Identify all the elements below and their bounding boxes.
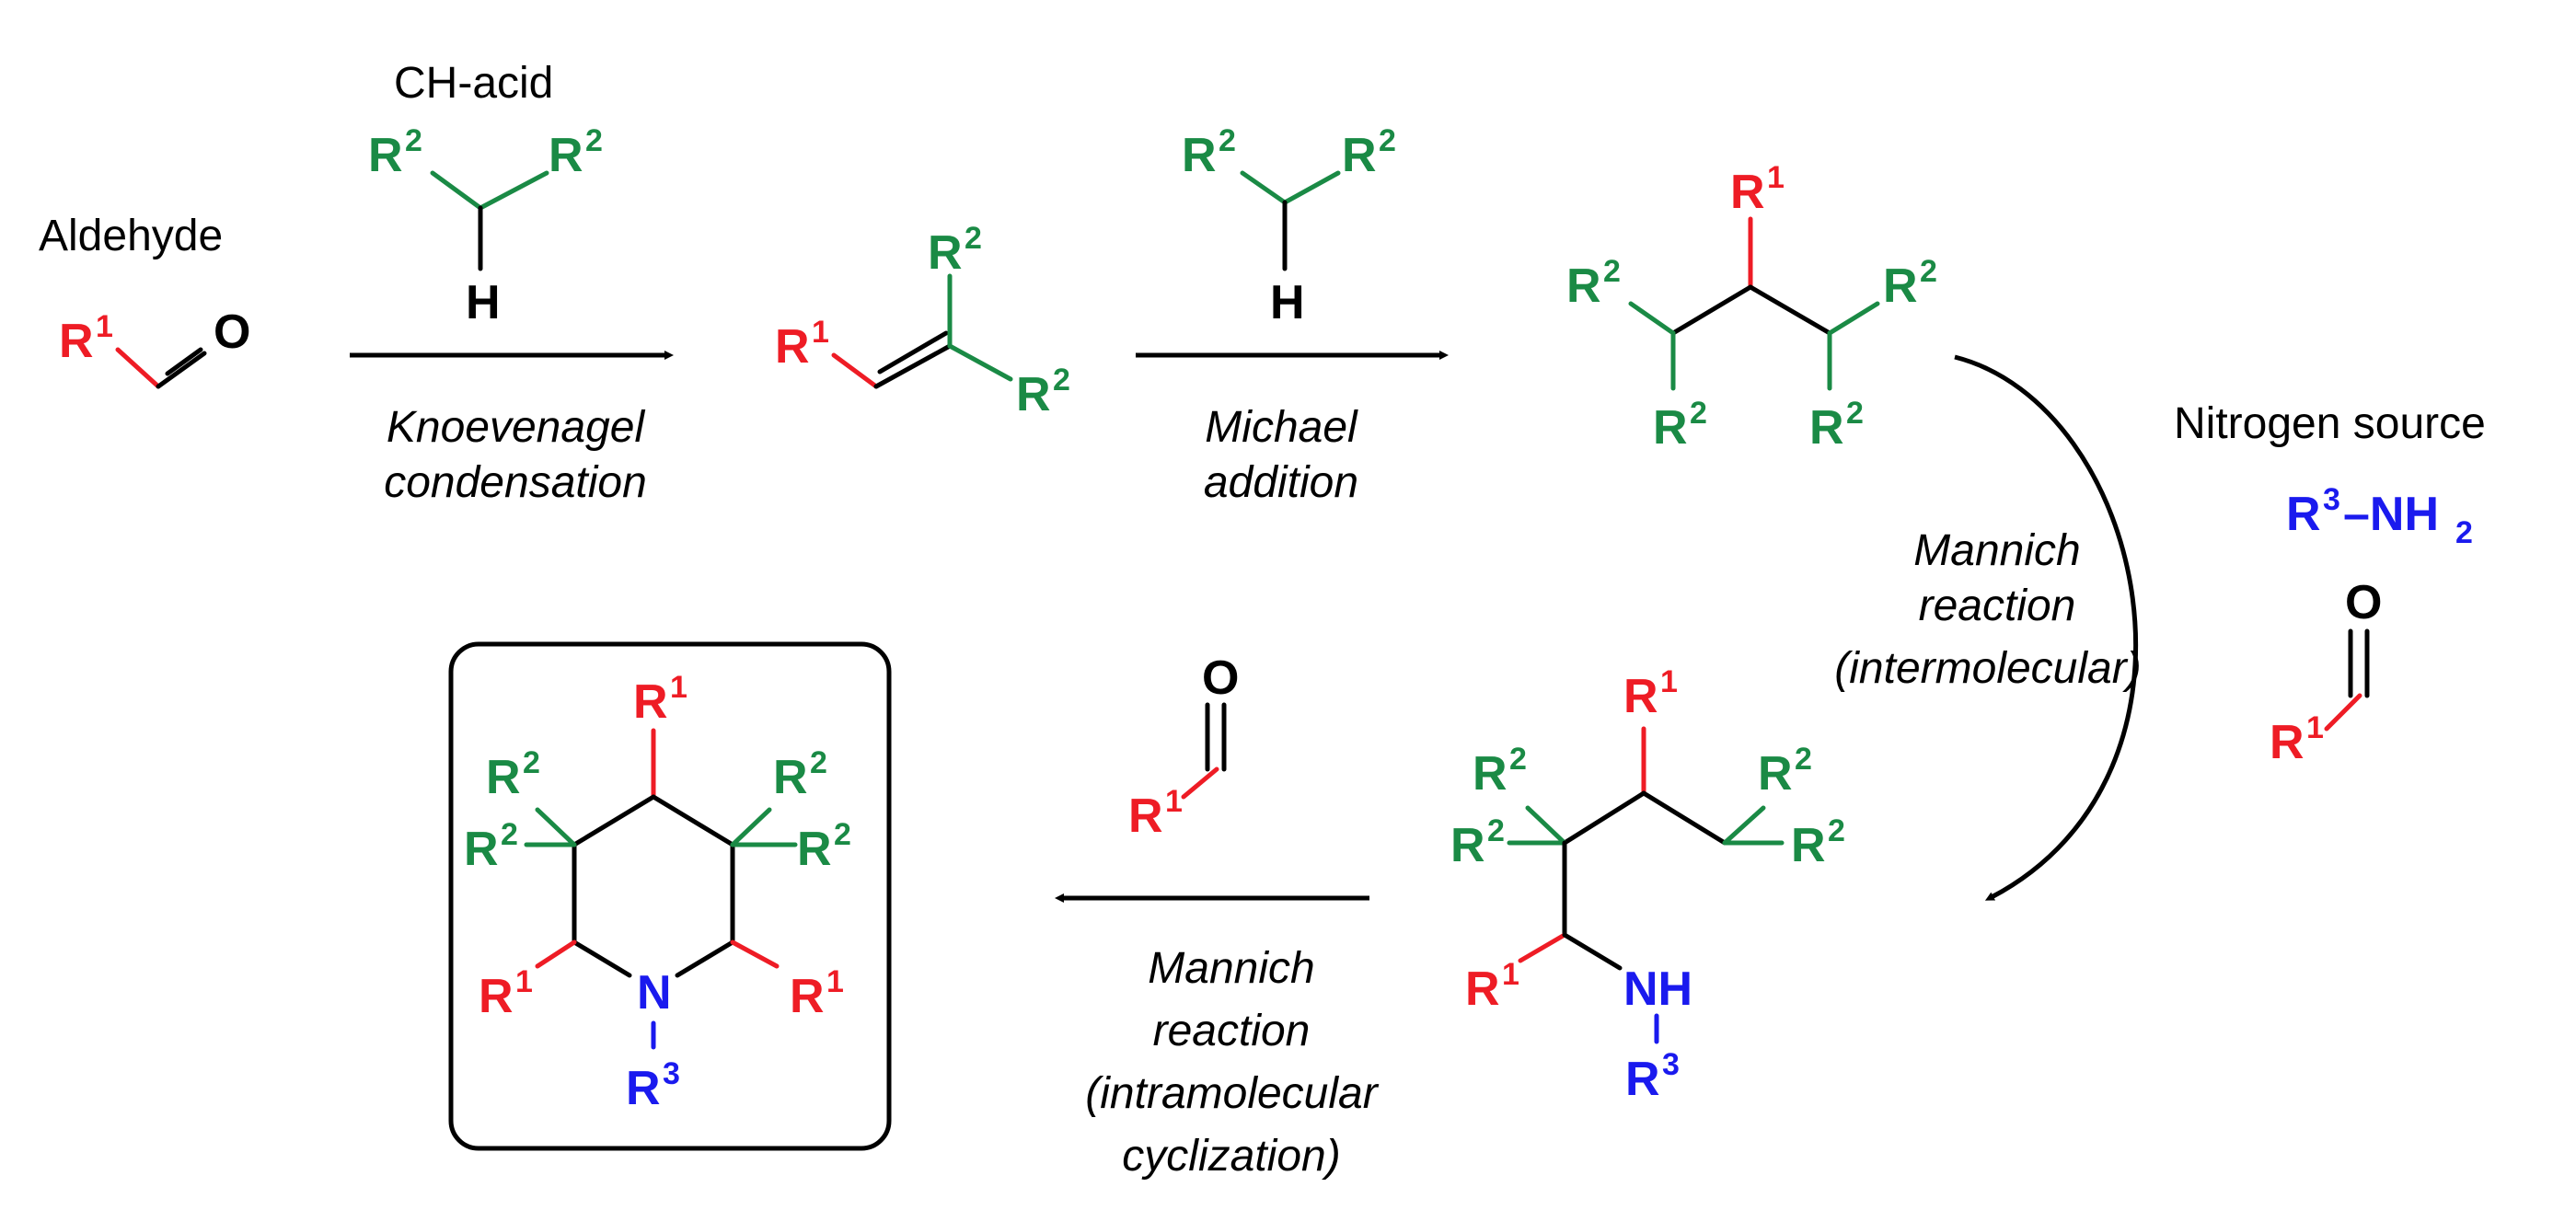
mannich-intermediate: R 1 R 2 R 2 R 2 R 2 R 1 NH R 3 bbox=[1450, 664, 1845, 1106]
oxygen-atom: O bbox=[2345, 576, 2382, 629]
knoevenagel-label-line1: Knoevenagel bbox=[387, 403, 646, 452]
hydrogen-atom: H bbox=[1270, 276, 1305, 329]
aldehyde-reagent-2: O R 1 bbox=[1128, 651, 1239, 843]
mannich-intra-label-line4: cyclization) bbox=[1122, 1132, 1340, 1181]
r2-superscript: 2 bbox=[1509, 742, 1527, 777]
ch-acid-label: CH-acid bbox=[394, 59, 553, 108]
r3-atom: R bbox=[1625, 1053, 1660, 1106]
michael-adduct: R 1 R 2 R 2 R 2 R 2 bbox=[1566, 160, 1937, 455]
r3-atom: R bbox=[626, 1062, 661, 1115]
r1-superscript: 1 bbox=[1767, 160, 1785, 195]
r1-superscript: 1 bbox=[515, 964, 533, 999]
amine-r3: R bbox=[2286, 488, 2321, 541]
r1-atom: R bbox=[2270, 716, 2305, 769]
product-box bbox=[448, 641, 892, 1151]
r1-atom: R bbox=[59, 315, 94, 368]
r1-superscript: 1 bbox=[2306, 710, 2324, 745]
r2-superscript: 2 bbox=[1379, 123, 1396, 158]
aldehyde-label: Aldehyde bbox=[39, 212, 223, 260]
amine-superscript: 3 bbox=[2323, 482, 2340, 517]
r2-superscript: 2 bbox=[1690, 396, 1707, 431]
r2-superscript: 2 bbox=[523, 745, 540, 780]
r1-atom: R bbox=[1128, 789, 1163, 843]
r1-superscript: 1 bbox=[812, 315, 829, 350]
r1-superscript: 1 bbox=[670, 670, 687, 705]
r3-superscript: 3 bbox=[1662, 1047, 1680, 1082]
amine-nh: –NH bbox=[2343, 488, 2439, 541]
r2-superscript: 2 bbox=[810, 745, 827, 780]
r2-superscript: 2 bbox=[1846, 396, 1864, 431]
mannich-inter-label-line1: Mannich bbox=[1913, 526, 2080, 575]
mannich-intra-label-line2: reaction bbox=[1153, 1007, 1311, 1055]
r2-atom: R bbox=[1791, 819, 1826, 872]
r2-superscript: 2 bbox=[1487, 813, 1505, 848]
oxygen-atom: O bbox=[214, 305, 250, 359]
r2-superscript: 2 bbox=[1053, 363, 1070, 398]
r1-superscript: 1 bbox=[1165, 784, 1183, 819]
mannich-inter-label-line2: reaction bbox=[1919, 582, 2076, 630]
r1-superscript: 1 bbox=[1660, 664, 1678, 699]
r2-atom: R bbox=[773, 751, 808, 804]
r3-superscript: 3 bbox=[663, 1056, 680, 1091]
r2-atom: R bbox=[368, 129, 403, 182]
r2-superscript: 2 bbox=[501, 817, 518, 852]
nh-group: NH bbox=[1623, 962, 1692, 1016]
michael-label-line1: Michael bbox=[1205, 403, 1358, 452]
r2-superscript: 2 bbox=[405, 123, 422, 158]
r2-atom: R bbox=[1473, 747, 1507, 801]
r2-atom: R bbox=[1566, 259, 1601, 313]
hydrogen-atom: H bbox=[466, 276, 501, 329]
r1-atom: R bbox=[1730, 166, 1765, 219]
r2-atom: R bbox=[1342, 129, 1377, 182]
r2-atom: R bbox=[1809, 401, 1844, 455]
r1-superscript: 1 bbox=[1502, 957, 1519, 992]
piperidine-product: R 1 R 2 R 2 R 2 R 2 R 1 R 1 N R 3 bbox=[448, 641, 892, 1151]
r2-atom: R bbox=[1182, 129, 1217, 182]
r2-atom: R bbox=[1016, 368, 1051, 421]
r2-atom: R bbox=[797, 823, 832, 876]
mannich-intra-label-line3: (intramolecular bbox=[1085, 1069, 1379, 1118]
r1-superscript: 1 bbox=[826, 964, 844, 999]
r2-superscript: 2 bbox=[1920, 254, 1937, 289]
r2-superscript: 2 bbox=[585, 123, 603, 158]
r2-superscript: 2 bbox=[1219, 123, 1236, 158]
ch-acid-reagent-2: R 2 R 2 H bbox=[1182, 123, 1396, 329]
r1-atom: R bbox=[775, 320, 810, 374]
r2-superscript: 2 bbox=[1603, 254, 1621, 289]
r2-atom: R bbox=[464, 823, 499, 876]
mannich-intra-label-line1: Mannich bbox=[1148, 944, 1314, 993]
mannich-intermolecular-arrow bbox=[1954, 354, 2138, 901]
r2-atom: R bbox=[486, 751, 521, 804]
r2-superscript: 2 bbox=[834, 817, 851, 852]
aldehyde-molecule: Aldehyde R 1 O bbox=[39, 212, 250, 389]
r1-superscript: 1 bbox=[96, 309, 113, 344]
r1-atom: R bbox=[479, 970, 514, 1023]
oxygen-atom: O bbox=[1202, 651, 1239, 705]
r2-superscript: 2 bbox=[1828, 813, 1845, 848]
mannich-inter-label-line3: (intermolecular) bbox=[1834, 644, 2141, 693]
r2-atom: R bbox=[1450, 819, 1485, 872]
r2-atom: R bbox=[1758, 747, 1793, 801]
r2-atom: R bbox=[928, 226, 963, 280]
r2-superscript: 2 bbox=[1795, 742, 1812, 777]
ch-acid-reagent: CH-acid R 2 R 2 H bbox=[368, 59, 603, 329]
nitrogen-source-label: Nitrogen source bbox=[2174, 399, 2486, 448]
nitrogen-atom: N bbox=[637, 966, 672, 1020]
r2-superscript: 2 bbox=[965, 221, 982, 256]
r2-atom: R bbox=[1883, 259, 1918, 313]
michael-label-line2: addition bbox=[1204, 458, 1358, 507]
r1-atom: R bbox=[1465, 962, 1500, 1016]
r1-atom: R bbox=[1623, 670, 1658, 723]
knoevenagel-label-line2: condensation bbox=[384, 458, 647, 507]
r1-atom: R bbox=[790, 970, 825, 1023]
r2-atom: R bbox=[1653, 401, 1688, 455]
nitrogen-source-reagents: Nitrogen source R 3 –NH 2 O R 1 bbox=[2174, 399, 2486, 769]
r2-atom: R bbox=[549, 129, 583, 182]
amine-subscript: 2 bbox=[2455, 515, 2473, 550]
r1-atom: R bbox=[633, 675, 668, 729]
alkene-intermediate: R 1 R 2 R 2 bbox=[775, 221, 1070, 421]
